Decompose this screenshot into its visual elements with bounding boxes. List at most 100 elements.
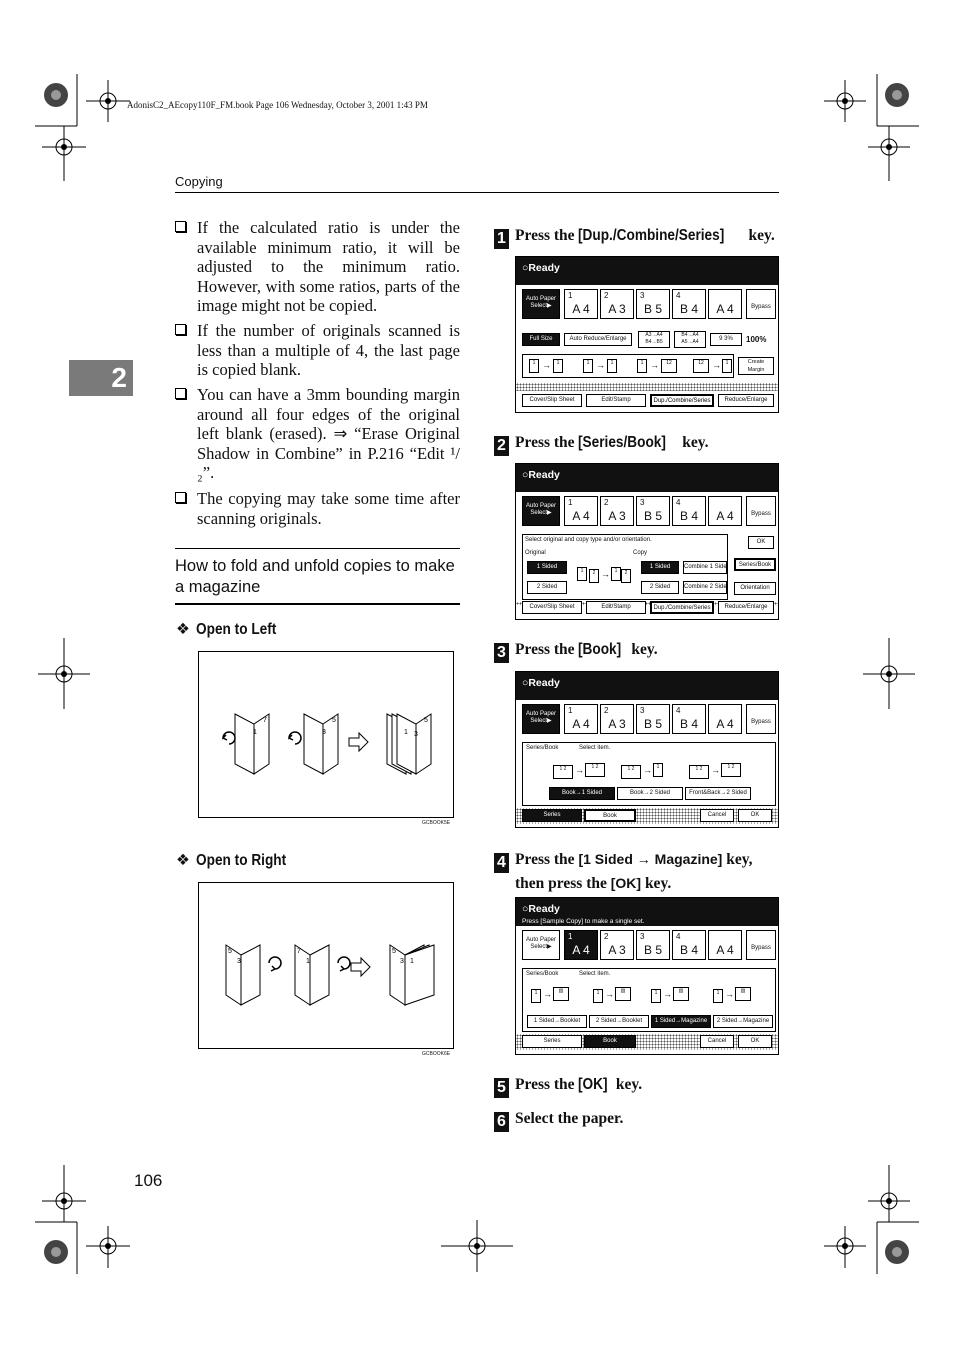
book-tab[interactable]: Book xyxy=(584,1035,636,1048)
create-margin-button[interactable]: Create Margin xyxy=(738,357,774,375)
header-rule xyxy=(175,192,779,193)
original-1-sided-button[interactable]: 1 Sided xyxy=(527,561,567,574)
ok-button[interactable]: OK xyxy=(738,1035,772,1048)
ratio-box[interactable]: 9 3% xyxy=(710,333,742,346)
step-number: 3 xyxy=(494,643,509,663)
page-label: 3 xyxy=(237,958,241,965)
book-2-sided-button[interactable]: Book→2 Sided xyxy=(617,787,683,800)
series-tab[interactable]: Series xyxy=(522,809,582,822)
figure-heading: ❖Open to Right xyxy=(176,851,287,869)
note-item: If the calculated ratio is under the ava… xyxy=(175,218,460,316)
copy-label: Copy xyxy=(633,550,648,556)
original-2-sided-button[interactable]: 2 Sided xyxy=(527,581,567,594)
note-text: If the number of originals scanned is le… xyxy=(197,321,460,380)
status-bar: ○Ready Press [Sample Copy] to make a sin… xyxy=(516,898,778,926)
book-tab[interactable]: Book xyxy=(584,809,636,822)
page-label: 5 xyxy=(424,717,428,724)
2-sided-booklet-button[interactable]: 2 Sided→Booklet xyxy=(589,1015,649,1028)
auto-paper-select-button[interactable]: Auto Paper Select▶ xyxy=(522,930,560,960)
figure-open-to-left: 7 1 5 3 5 1 3 xyxy=(198,651,454,818)
tray-5-button[interactable]: A 4 xyxy=(708,930,742,960)
key-label: [Book] xyxy=(578,641,622,658)
series-tab[interactable]: Series xyxy=(522,1035,582,1048)
outline-arrow-icon xyxy=(350,956,371,978)
bypass-button[interactable]: Bypass xyxy=(746,289,776,319)
tray-5-button[interactable]: A 4 xyxy=(708,496,742,526)
tab-cover-slip-sheet[interactable]: Cover/Slip Sheet xyxy=(522,601,582,614)
book-1-sided-button[interactable]: Book→1 Sided xyxy=(549,787,615,800)
series-book-panel: Series/Book Select item. 1 2→1 2 1 2→1 1… xyxy=(522,742,776,806)
rotate-arrow-icon xyxy=(288,731,302,745)
ok-button[interactable]: OK xyxy=(738,809,772,822)
1-sided-booklet-button[interactable]: 1 Sided→Booklet xyxy=(527,1015,587,1028)
page-label: 3 xyxy=(414,731,418,738)
tray-5-button[interactable]: A 4 xyxy=(708,289,742,319)
ratio-preset-button[interactable]: A3→A4 B4→B5 xyxy=(638,331,670,348)
section-rule-top xyxy=(175,548,460,549)
orientation-button[interactable]: Orientation xyxy=(734,582,776,595)
page-label: 1 xyxy=(404,729,408,736)
key-label: [OK] xyxy=(610,875,642,891)
diamond-bullet-icon: ❖ xyxy=(176,620,190,638)
page-label: 1 xyxy=(410,958,414,965)
bypass-button[interactable]: Bypass xyxy=(746,704,776,734)
tab-reduce-enlarge[interactable]: Reduce/Enlarge xyxy=(718,394,774,407)
cancel-button[interactable]: Cancel xyxy=(700,1035,734,1048)
note-text: The copying may take some time after sca… xyxy=(197,489,460,528)
tab-dup-combine-series[interactable]: Dup./Combine/Series xyxy=(650,394,714,407)
tab-reduce-enlarge[interactable]: Reduce/Enlarge xyxy=(718,601,774,614)
combine-2-side-button[interactable]: Combine 2 Side xyxy=(683,581,727,594)
bypass-button[interactable]: Bypass xyxy=(746,930,776,960)
tray-5-button[interactable]: A 4 xyxy=(708,704,742,734)
ok-button[interactable]: OK xyxy=(748,536,774,549)
status-bar: ○Ready xyxy=(516,672,778,700)
series-book-button[interactable]: Series/Book xyxy=(734,558,776,571)
checkbox-bullet-icon xyxy=(175,388,186,399)
status-bar: ○Ready xyxy=(516,257,778,285)
tab-cover-slip-sheet[interactable]: Cover/Slip Sheet xyxy=(522,394,582,407)
page-label: 1 xyxy=(253,729,257,736)
tab-edit-stamp[interactable]: Edit/Stamp xyxy=(586,394,646,407)
copy-1-sided-button[interactable]: 1 Sided xyxy=(641,561,679,574)
page-label: 3 xyxy=(322,729,326,736)
bypass-button[interactable]: Bypass xyxy=(746,496,776,526)
tab-edit-stamp[interactable]: Edit/Stamp xyxy=(586,601,646,614)
copy-2-sided-button[interactable]: 2 Sided xyxy=(641,581,679,594)
tab-dup-combine-series[interactable]: Dup./Combine/Series xyxy=(650,601,714,614)
combine-1-side-button[interactable]: Combine 1 Side xyxy=(683,561,727,574)
2-sided-magazine-button[interactable]: 2 Sided→Magazine xyxy=(713,1015,773,1028)
auto-paper-select-button[interactable]: Auto Paper Select▶ xyxy=(522,289,560,319)
cancel-button[interactable]: Cancel xyxy=(700,809,734,822)
note-item: If the number of originals scanned is le… xyxy=(175,321,460,380)
auto-paper-select-button[interactable]: Auto Paper Select▶ xyxy=(522,496,560,526)
ratio-preset-button[interactable]: B4→A4 A5→A4 xyxy=(674,331,706,348)
key-label: [1 Sided → Magazine] xyxy=(578,851,723,867)
figure-heading: ❖Open to Left xyxy=(176,620,277,638)
full-size-button[interactable]: Full Size xyxy=(522,333,560,346)
file-stamp: AdonisC2_AEcopy110F_FM.book Page 106 Wed… xyxy=(127,100,428,110)
page-number: 106 xyxy=(134,1171,163,1190)
auto-paper-select-button[interactable]: Auto Paper Select▶ xyxy=(522,704,560,734)
1-sided-magazine-button[interactable]: 1 Sided→Magazine xyxy=(651,1015,711,1028)
front-back-2-sided-button[interactable]: Front&Back→2 Sided xyxy=(685,787,751,800)
auto-reduce-enlarge-button[interactable]: Auto Reduce/Enlarge xyxy=(564,333,632,346)
